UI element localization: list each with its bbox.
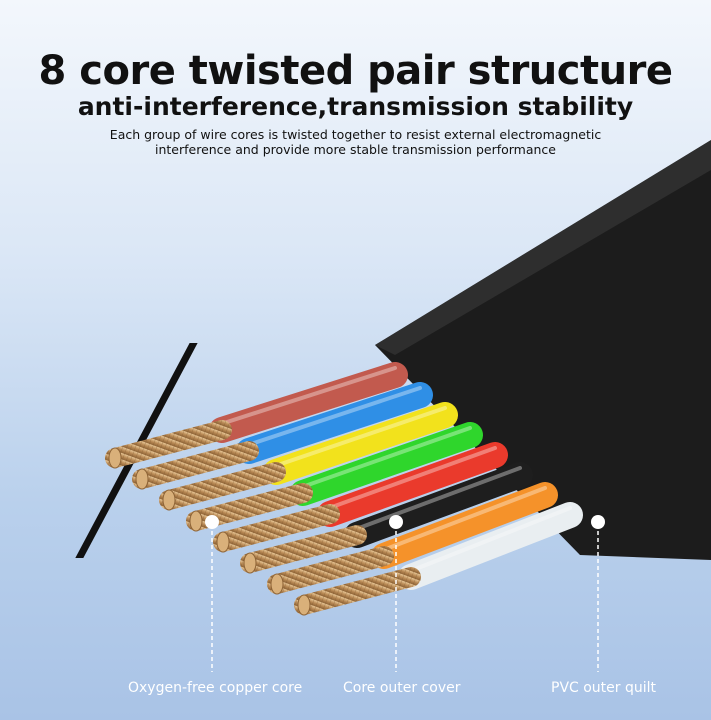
description: Each group of wire cores is twisted toge… [109,127,602,157]
callout-core-cover [389,515,403,672]
wire-6 [240,462,533,574]
label-pvc-jacket: PVC outer quilt [551,680,657,696]
pvc-outer-jacket [375,140,711,560]
wire-1 [105,362,408,469]
headline: 8 core twisted pair structure [38,48,673,94]
label-copper-core: Oxygen-free copper core [128,680,303,696]
wire-5 [213,442,508,553]
subheadline: anti-interference,transmission stability [77,92,634,121]
jacket-highlight [375,140,711,355]
wire-3 [159,402,458,511]
wire-2 [132,382,433,490]
callout-pvc-jacket [591,515,605,672]
callout-copper-core [205,515,219,672]
wire-7 [267,482,558,595]
wire-8 [294,502,583,616]
label-core-cover: Core outer cover [343,680,461,696]
wire-group [105,362,583,616]
